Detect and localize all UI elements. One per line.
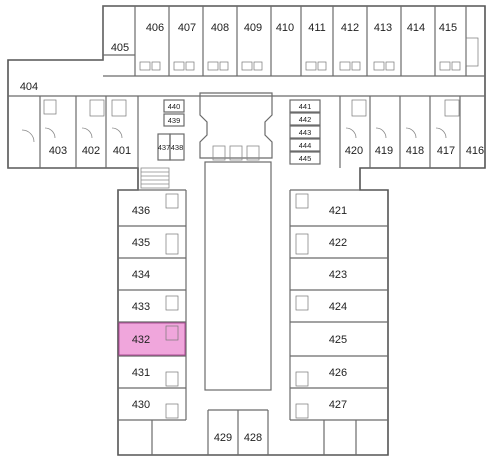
room-label-415: 415 xyxy=(439,22,457,34)
room-label-441: 441 xyxy=(299,102,312,111)
room-label-429: 429 xyxy=(214,432,232,444)
room-label-414: 414 xyxy=(407,22,425,34)
room-label-425: 425 xyxy=(329,334,347,346)
room-label-407: 407 xyxy=(178,22,196,34)
room-label-426: 426 xyxy=(329,367,347,379)
building-outline xyxy=(7,5,486,456)
room-label-423: 423 xyxy=(329,269,347,281)
room-label-439: 439 xyxy=(168,116,181,125)
door-swings xyxy=(21,127,447,143)
room-label-444: 444 xyxy=(299,141,312,150)
room-label-419: 419 xyxy=(375,145,393,157)
room-label-427: 427 xyxy=(329,399,347,411)
room-label-417: 417 xyxy=(437,145,455,157)
room-label-432[interactable]: 432 xyxy=(132,334,150,346)
room-label-409: 409 xyxy=(244,22,262,34)
room-label-412: 412 xyxy=(341,22,359,34)
room-label-420: 420 xyxy=(345,145,363,157)
room-label-435: 435 xyxy=(132,237,150,249)
room-label-408: 408 xyxy=(211,22,229,34)
room-label-413: 413 xyxy=(374,22,392,34)
room-label-416: 416 xyxy=(466,145,484,157)
bathroom-fixtures xyxy=(43,37,479,419)
room-label-436: 436 xyxy=(132,205,150,217)
room-label-403: 403 xyxy=(49,145,67,157)
room-label-440: 440 xyxy=(168,102,181,111)
room-label-421: 421 xyxy=(329,205,347,217)
room-label-437: 437 xyxy=(158,143,171,152)
room-label-434: 434 xyxy=(132,269,150,281)
room-label-431: 431 xyxy=(132,367,150,379)
room-label-406: 406 xyxy=(146,22,164,34)
room-label-404: 404 xyxy=(20,81,38,93)
room-label-402: 402 xyxy=(82,145,100,157)
room-label-401: 401 xyxy=(113,145,131,157)
room-label-442: 442 xyxy=(299,115,312,124)
room-label-424: 424 xyxy=(329,301,347,313)
room-label-438: 438 xyxy=(171,143,184,152)
room-label-422: 422 xyxy=(329,237,347,249)
room-label-445: 445 xyxy=(299,154,312,163)
room-label-428: 428 xyxy=(244,432,262,444)
room-label-405: 405 xyxy=(111,42,129,54)
stairs-icon xyxy=(140,167,170,189)
room-432-highlight[interactable] xyxy=(118,322,186,356)
room-label-411: 411 xyxy=(308,22,326,34)
room-label-410: 410 xyxy=(276,22,294,34)
room-label-430: 430 xyxy=(132,399,150,411)
room-label-433: 433 xyxy=(132,301,150,313)
room-label-418: 418 xyxy=(406,145,424,157)
room-label-443: 443 xyxy=(299,128,312,137)
